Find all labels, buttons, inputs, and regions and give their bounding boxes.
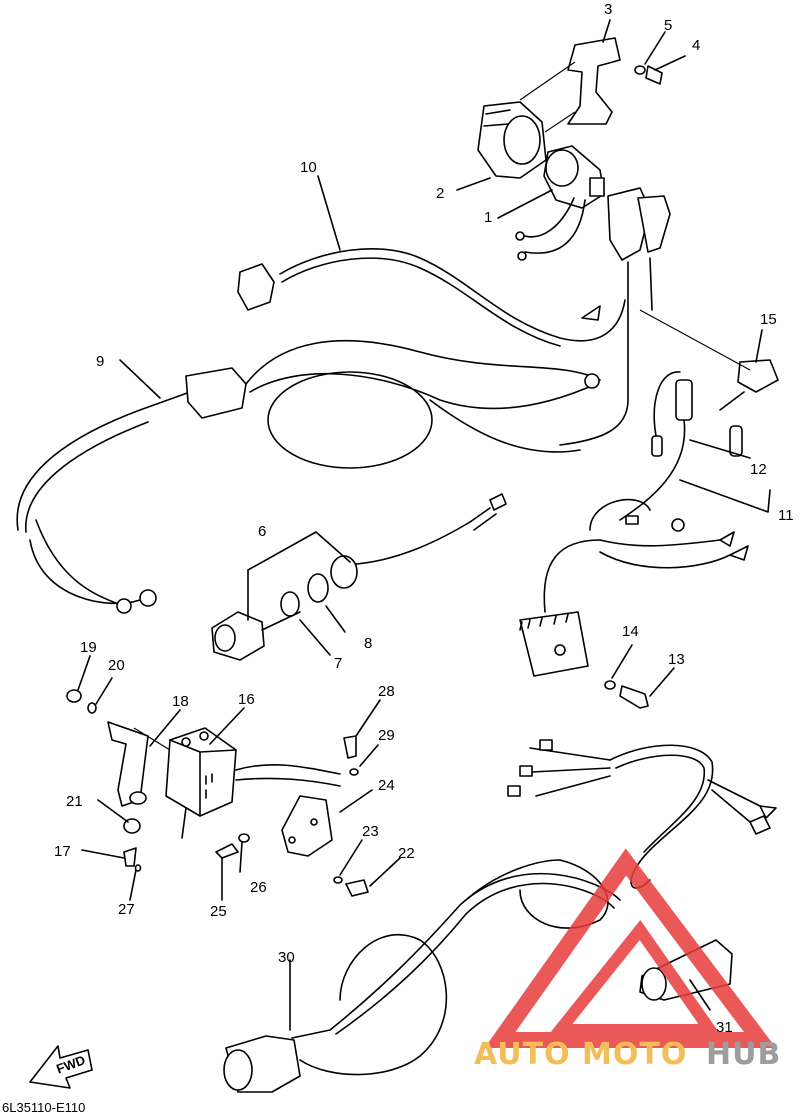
callout-5: 5 [664, 17, 672, 34]
battery-cable-10 [237, 175, 671, 446]
callout-9: 9 [96, 353, 104, 370]
callout-21: 21 [66, 793, 83, 810]
callout-11: 11 [778, 507, 794, 524]
forward-direction-arrow: FWD [29, 1045, 93, 1089]
callout-4: 4 [692, 37, 700, 54]
switch-assembly [211, 493, 507, 661]
relay-assembly [456, 19, 686, 261]
callout-2: 2 [436, 185, 444, 202]
callout-28: 28 [378, 683, 395, 700]
bracket-assembly [66, 655, 401, 901]
callout-24: 24 [378, 777, 395, 794]
callout-numbers: 3 5 4 2 1 10 9 15 12 11 6 8 7 14 13 19 2… [54, 1, 794, 1036]
callout-8: 8 [364, 635, 372, 652]
callout-13: 13 [668, 651, 685, 668]
main-cable-9 [16, 339, 601, 614]
callout-23: 23 [362, 823, 379, 840]
watermark-triangle-outer [484, 848, 777, 1048]
callout-22: 22 [398, 845, 415, 862]
callout-16: 16 [238, 691, 255, 708]
watermark-moto: MOTO [582, 1037, 687, 1072]
callout-10: 10 [300, 159, 317, 176]
callout-1: 1 [484, 209, 492, 226]
callout-27: 27 [118, 901, 135, 918]
callout-14: 14 [622, 623, 639, 640]
watermark-hub: HUB [706, 1037, 781, 1072]
callout-7: 7 [334, 655, 342, 672]
callout-25: 25 [210, 903, 227, 920]
callout-12: 12 [750, 461, 767, 478]
callout-19: 19 [80, 639, 97, 656]
watermark-auto: AUTO [474, 1037, 571, 1072]
callout-26: 26 [250, 879, 267, 896]
automotohub-watermark: AUTO MOTO HUB [474, 848, 781, 1072]
callout-18: 18 [172, 693, 189, 710]
callout-30: 30 [278, 949, 295, 966]
callout-20: 20 [108, 657, 125, 674]
callout-6: 6 [258, 523, 266, 540]
callout-31: 31 [716, 1019, 733, 1036]
rectifier-assembly [519, 309, 779, 709]
watermark-triangle-inner [547, 919, 722, 1036]
diagram-code: 6L35110-E110 [2, 1100, 85, 1115]
callout-3: 3 [604, 1, 612, 18]
callout-17: 17 [54, 843, 71, 860]
callout-29: 29 [378, 727, 395, 744]
callout-15: 15 [760, 311, 777, 328]
